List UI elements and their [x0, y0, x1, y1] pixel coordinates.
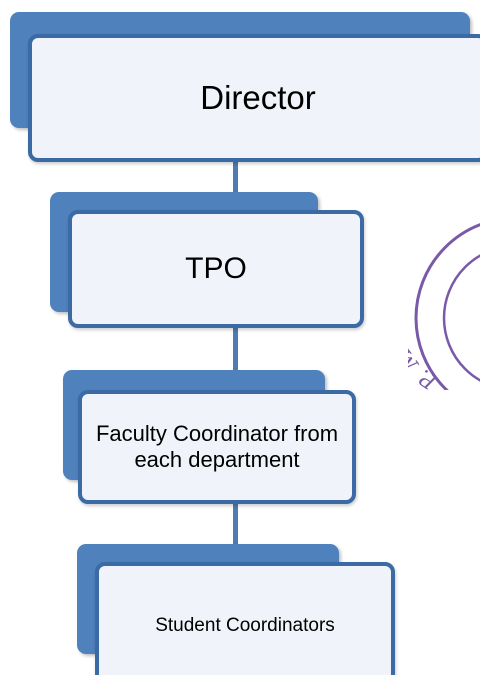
connector-faculty-students — [233, 503, 238, 546]
seal-text: P. M. Nathe — [408, 262, 442, 390]
tpo-node-box: TPO — [68, 210, 364, 328]
faculty-coordinator-label: Faculty Coordinator from each department — [95, 420, 339, 472]
student-coordinators-node: Student Coordinators — [77, 544, 407, 675]
svg-text:P. M. Nathe: P. M. Nathe — [408, 262, 442, 390]
faculty-coordinator-node: Faculty Coordinator from each department — [63, 370, 413, 506]
tpo-node: TPO — [50, 192, 420, 330]
connector-tpo-faculty — [233, 327, 238, 372]
director-label: Director — [200, 79, 316, 116]
director-node: Director — [10, 12, 480, 162]
official-seal-stamp: P. M. Nathe — [408, 223, 480, 390]
director-node-box: Director — [28, 34, 480, 162]
student-coordinators-node-box: Student Coordinators — [95, 562, 395, 675]
tpo-label: TPO — [185, 252, 247, 285]
faculty-coordinator-node-box: Faculty Coordinator from each department — [78, 390, 356, 504]
connector-director-tpo — [233, 150, 238, 192]
student-coordinators-label: Student Coordinators — [155, 615, 335, 636]
